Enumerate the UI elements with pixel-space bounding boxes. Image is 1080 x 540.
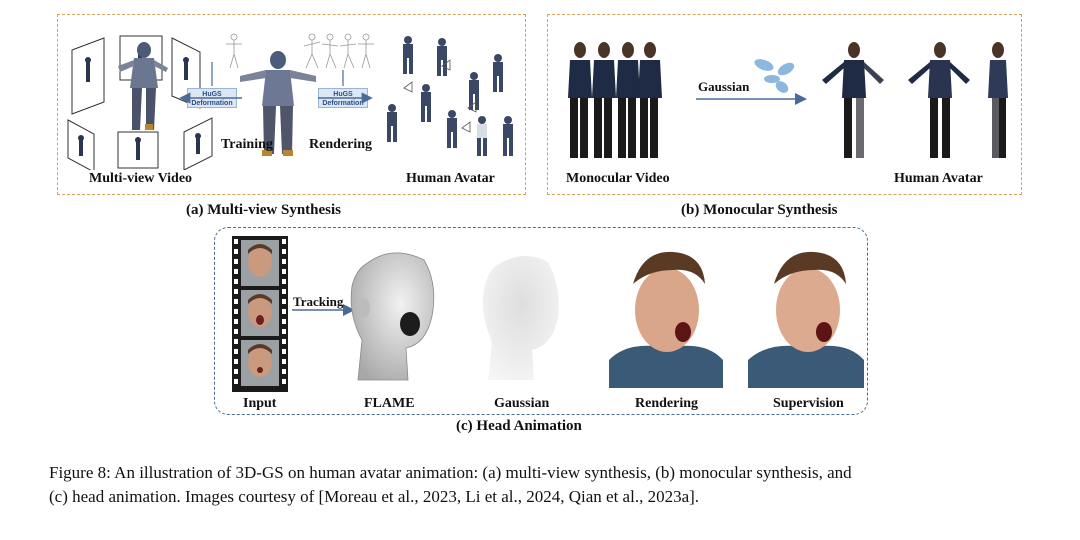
figure-caption-line1: Figure 8: An illustration of 3D-GS on hu… xyxy=(49,463,852,482)
skeleton-figures xyxy=(226,33,374,69)
subtitle-a: (a) Multi-view Synthesis xyxy=(186,202,341,218)
supervision-head xyxy=(748,251,864,388)
human-avatar-label-a: Human Avatar xyxy=(406,171,495,186)
tracking-arrow xyxy=(292,304,355,316)
rendering-label-c: Rendering xyxy=(635,396,698,411)
gaussian-label-c: Gaussian xyxy=(494,396,550,411)
figure-caption-line2: (c) head animation. Images courtesy of [… xyxy=(49,487,700,506)
head-animation-panel xyxy=(214,227,868,415)
supervision-label: Supervision xyxy=(773,396,844,411)
tracking-label: Tracking xyxy=(293,294,344,309)
subtitle-b: (b) Monocular Synthesis xyxy=(681,202,838,218)
rendering-label: Rendering xyxy=(309,137,372,152)
rendering-head xyxy=(609,251,723,388)
panel-a-arrows xyxy=(179,62,373,104)
input-film-strip xyxy=(232,236,288,392)
rendered-avatars xyxy=(387,36,513,156)
gaussian-label-b: Gaussian xyxy=(698,79,750,94)
multi-view-video-label: Multi-view Video xyxy=(89,171,193,186)
human-avatar-label-b: Human Avatar xyxy=(894,171,983,186)
input-label: Input xyxy=(243,396,277,411)
gaussian-arrow xyxy=(696,59,807,105)
subtitle-c: (c) Head Animation xyxy=(456,418,582,434)
multi-view-panel xyxy=(57,14,526,195)
monocular-avatar-outputs xyxy=(822,42,1008,158)
monocular-video-frames xyxy=(568,42,662,158)
gaussian-head xyxy=(483,255,559,380)
training-label: Training xyxy=(221,137,273,152)
monocular-video-label: Monocular Video xyxy=(566,171,670,186)
deformed-avatar-left xyxy=(118,42,168,130)
flame-head-mesh xyxy=(350,252,435,381)
canonical-avatar xyxy=(240,51,316,156)
flame-label: FLAME xyxy=(364,396,415,411)
monocular-panel xyxy=(547,14,1022,195)
